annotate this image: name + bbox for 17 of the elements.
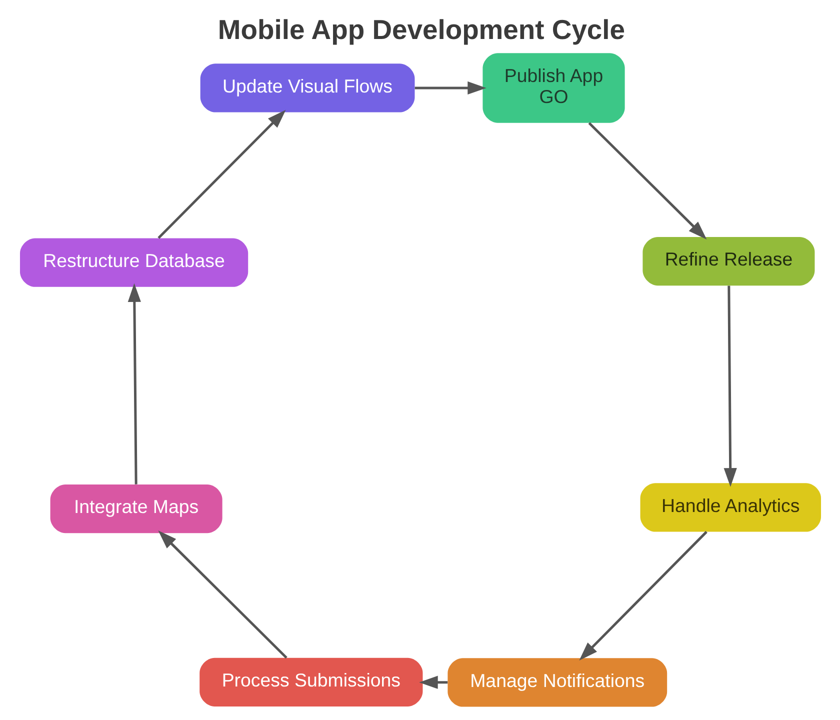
arrow	[157, 110, 286, 239]
arrow	[414, 81, 486, 95]
arrow	[723, 286, 736, 487]
node-box: Handle Analytics	[640, 483, 821, 532]
arrow	[418, 676, 448, 689]
node-box: Manage Notifications	[447, 658, 667, 707]
node-box: Integrate Maps	[50, 484, 222, 534]
node-box: Restructure Database	[19, 238, 248, 287]
node-box: Update Visual Flows	[200, 64, 414, 112]
node-box: Process Submissions	[199, 658, 422, 707]
arrow	[158, 530, 287, 659]
arrow	[127, 283, 140, 484]
node-box: Refine Release	[642, 236, 814, 286]
arrow	[578, 530, 707, 660]
node-box: Publish App GO	[482, 53, 624, 123]
arrow	[588, 122, 706, 240]
diagram-title: Mobile App Development Cycle	[217, 14, 625, 45]
